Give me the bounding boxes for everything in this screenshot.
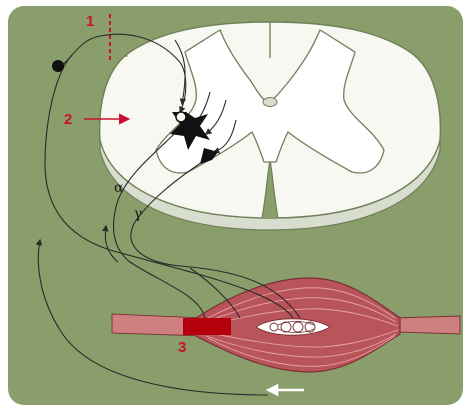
alpha-label: α — [114, 180, 124, 196]
central-canal — [263, 98, 277, 107]
spinal-cord-section — [100, 22, 441, 230]
tendon-right — [395, 316, 460, 334]
label-3: 3 — [178, 339, 186, 356]
label-1: 1 — [86, 13, 94, 30]
label-2: 2 — [64, 111, 72, 128]
gamma-label: γ — [134, 206, 142, 222]
interneuron-node — [176, 112, 186, 122]
dorsal-root-ganglion — [52, 60, 64, 72]
muscle-stretch-marker — [183, 318, 231, 335]
